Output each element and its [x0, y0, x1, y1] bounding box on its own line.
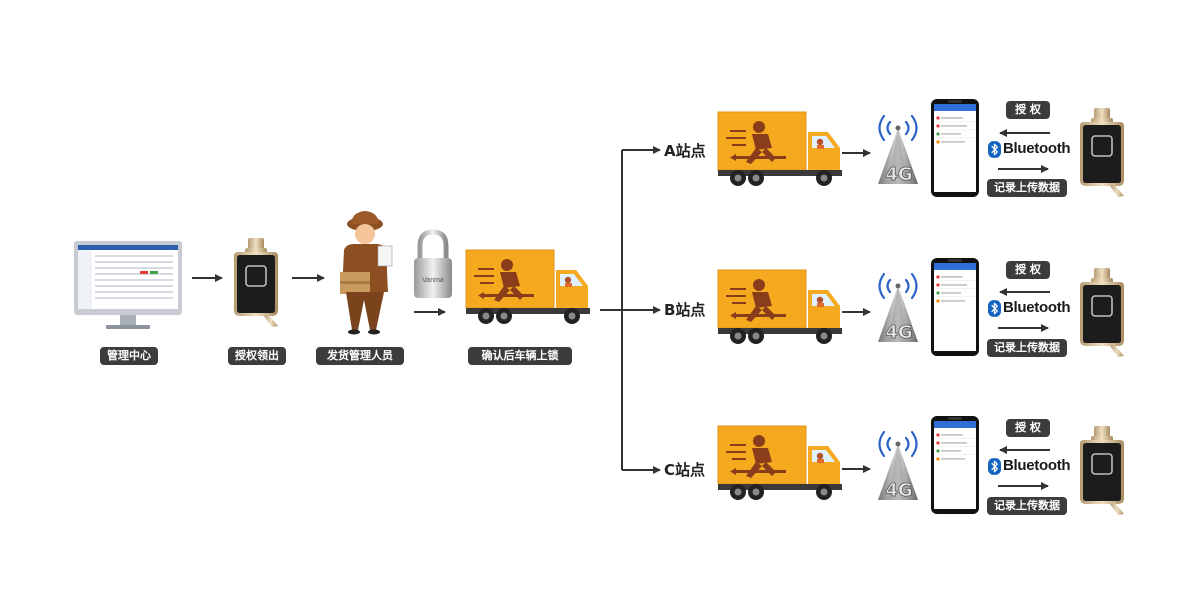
station-row-c: 4G	[717, 416, 1125, 516]
bluetooth-label: Bluetooth	[1003, 299, 1071, 316]
flow-arrows	[192, 146, 661, 474]
smartphone-icon	[931, 258, 979, 356]
bluetooth-label: Bluetooth	[1003, 140, 1071, 157]
upload-record-badge: 记录上传数据	[987, 497, 1067, 515]
truck-icon	[717, 269, 843, 345]
bluetooth-icon	[988, 300, 1001, 317]
step-label-authorize-checkout: 授权领出	[228, 347, 286, 365]
network-label: 4G	[885, 322, 912, 343]
truck-icon	[465, 249, 591, 325]
authorize-badge: 授 权	[1006, 101, 1050, 119]
bluetooth-icon	[988, 141, 1001, 158]
station-label-a: A站点	[664, 142, 706, 160]
station-label-c: C站点	[664, 461, 706, 479]
smart-key-icon	[1079, 425, 1125, 516]
step-label-management: 管理中心	[100, 347, 158, 365]
station-label-b: B站点	[664, 301, 706, 319]
step-label-courier: 发货管理人员	[316, 347, 404, 365]
network-label: 4G	[885, 164, 912, 185]
truck-icon	[717, 425, 843, 501]
upload-record-badge: 记录上传数据	[987, 339, 1067, 357]
smart-key-icon	[1079, 267, 1125, 358]
station-row-b: 4G	[717, 258, 1125, 358]
smart-key-icon	[233, 237, 279, 328]
padlock-icon: Vanma	[414, 229, 452, 298]
smart-key-icon	[1079, 107, 1125, 198]
smartphone-icon	[931, 99, 979, 197]
monitor-icon	[74, 241, 182, 329]
bluetooth-icon	[988, 458, 1001, 475]
smartphone-icon	[931, 416, 979, 514]
authorize-badge: 授 权	[1006, 261, 1050, 279]
authorize-badge: 授 权	[1006, 419, 1050, 437]
upload-record-badge: 记录上传数据	[987, 179, 1067, 197]
network-label: 4G	[885, 480, 912, 501]
truck-icon	[717, 111, 843, 187]
step-label-truck-lock: 确认后车辆上锁	[468, 347, 572, 365]
station-row-a: 4G	[717, 99, 1125, 198]
bluetooth-label: Bluetooth	[1003, 457, 1071, 474]
courier-icon	[340, 211, 393, 335]
padlock-brand: Vanma	[422, 277, 444, 284]
